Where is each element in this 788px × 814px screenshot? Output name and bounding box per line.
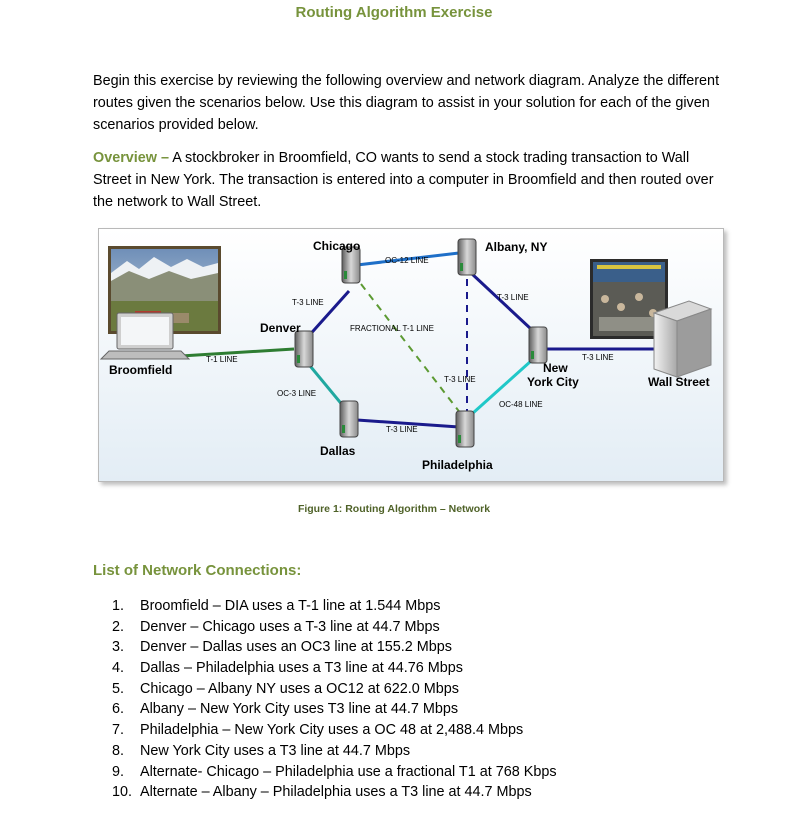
list-item-text: Philadelphia – New York City uses a OC 4… (140, 722, 523, 738)
overview-label: Overview – (93, 150, 169, 166)
list-item: 2.Denver – Chicago uses a T-3 line at 44… (112, 617, 557, 638)
list-item-number: 6. (112, 699, 140, 720)
list-item: 9.Alternate- Chicago – Philadelphia use … (112, 762, 557, 783)
router-denver-icon (295, 331, 313, 367)
overview-paragraph: Overview – A stockbroker in Broomfield, … (93, 147, 723, 213)
overview-text: A stockbroker in Broomfield, CO wants to… (93, 150, 713, 210)
list-item-number: 8. (112, 741, 140, 762)
link-label-newyork-wallstreet: T-3 LINE (582, 353, 614, 362)
list-item-text: Denver – Chicago uses a T-3 line at 44.7… (140, 619, 440, 635)
label-chicago: Chicago (313, 239, 360, 253)
link-label-denver-chicago: T-3 LINE (292, 298, 324, 307)
intro-paragraph: Begin this exercise by reviewing the fol… (93, 70, 723, 136)
label-denver: Denver (260, 321, 301, 335)
list-item-number: 7. (112, 720, 140, 741)
link-denver-dallas (306, 361, 344, 407)
list-item-number: 2. (112, 617, 140, 638)
page-title: Routing Algorithm Exercise (0, 4, 788, 21)
router-albany-icon (458, 239, 476, 275)
label-newyork-line2: York City (527, 375, 579, 389)
figure-caption: Figure 1: Routing Algorithm – Network (0, 503, 788, 515)
list-item-text: Broomfield – DIA uses a T-1 line at 1.54… (140, 598, 441, 614)
link-label-albany-newyork: T-3 LINE (497, 293, 529, 302)
list-item: 10.Alternate – Albany – Philadelphia use… (112, 782, 557, 803)
list-item-text: Denver – Dallas uses an OC3 line at 155.… (140, 639, 452, 655)
label-dallas: Dallas (320, 444, 356, 458)
list-item: 6.Albany – New York City uses T3 line at… (112, 699, 557, 720)
list-item-text: Albany – New York City uses T3 line at 4… (140, 701, 458, 717)
list-item-number: 10. (112, 782, 140, 803)
list-item-number: 9. (112, 762, 140, 783)
list-item-number: 5. (112, 679, 140, 700)
list-item-text: Alternate – Albany – Philadelphia uses a… (140, 784, 532, 800)
link-label-denver-dallas: OC-3 LINE (277, 389, 316, 398)
list-item: 8.New York City uses a T3 line at 44.7 M… (112, 741, 557, 762)
label-broomfield: Broomfield (109, 363, 172, 377)
link-label-chicago-albany: OC-12 LINE (385, 256, 429, 265)
list-item-text: New York City uses a T3 line at 44.7 Mbp… (140, 743, 410, 759)
router-dallas-icon (340, 401, 358, 437)
link-label-fractional: FRACTIONAL T-1 LINE (350, 324, 434, 333)
label-newyork-line1: New (543, 361, 568, 375)
network-diagram-canvas: Chicago Albany, NY Denver Broomfield Dal… (99, 229, 723, 481)
list-item: 5.Chicago – Albany NY uses a OC12 at 622… (112, 679, 557, 700)
label-wall-street: Wall Street (648, 375, 710, 389)
link-label-dallas-philadelphia: T-3 LINE (386, 425, 418, 434)
router-newyork-icon (529, 327, 547, 363)
server-icon (654, 301, 711, 377)
label-philadelphia: Philadelphia (422, 458, 493, 472)
link-label-albany-philadelphia: T-3 LINE (444, 375, 476, 384)
list-item-number: 4. (112, 658, 140, 679)
list-item: 4.Dallas – Philadelphia uses a T3 line a… (112, 658, 557, 679)
link-label-broomfield-denver: T-1 LINE (206, 355, 238, 364)
link-fractional-chicago-philadelphia (361, 284, 461, 414)
list-item: 7.Philadelphia – New York City uses a OC… (112, 720, 557, 741)
list-item-text: Chicago – Albany NY uses a OC12 at 622.0… (140, 681, 459, 697)
list-item-number: 1. (112, 596, 140, 617)
list-item-text: Dallas – Philadelphia uses a T3 line at … (140, 660, 463, 676)
list-item: 3.Denver – Dallas uses an OC3 line at 15… (112, 637, 557, 658)
list-title: List of Network Connections: (93, 562, 301, 579)
network-diagram: Chicago Albany, NY Denver Broomfield Dal… (98, 228, 724, 482)
link-lines (181, 253, 654, 427)
connections-list: 1.Broomfield – DIA uses a T-1 line at 1.… (112, 596, 557, 803)
list-item-text: Alternate- Chicago – Philadelphia use a … (140, 764, 557, 780)
label-albany: Albany, NY (485, 240, 547, 254)
list-item: 1.Broomfield – DIA uses a T-1 line at 1.… (112, 596, 557, 617)
link-label-philadelphia-newyork: OC-48 LINE (499, 400, 543, 409)
router-philadelphia-icon (456, 411, 474, 447)
list-item-number: 3. (112, 637, 140, 658)
